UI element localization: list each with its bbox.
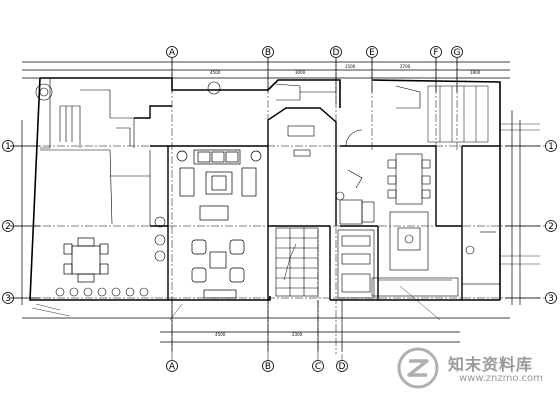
axis-label-right: 1 <box>548 142 554 152</box>
svg-text:3000: 3000 <box>295 70 306 75</box>
family-room-furniture <box>191 239 245 299</box>
stairs <box>275 227 319 297</box>
axis-label-left: 3 <box>5 294 11 304</box>
axis-label-top: G <box>454 48 461 58</box>
watermark-brand: 知末资料库 <box>448 355 534 374</box>
axis-label-right: 3 <box>548 294 554 304</box>
side-dimension-lines <box>10 110 540 305</box>
svg-text:4500: 4500 <box>210 70 221 75</box>
foyer-details <box>275 83 501 301</box>
axis-label-right: 2 <box>548 222 554 232</box>
svg-text:1800: 1800 <box>470 70 481 75</box>
svg-text:4500: 4500 <box>215 332 226 337</box>
bottom-axis-bubbles: A B C D <box>166 354 348 372</box>
top-dimension-lines: 4500 3000 1500 2700 1800 <box>22 58 510 92</box>
upper-right-stair <box>427 85 489 143</box>
right-axis-bubbles: 1 2 3 <box>545 140 557 304</box>
axis-label-left: 1 <box>5 142 11 152</box>
kitchen-counters <box>337 211 459 299</box>
svg-text:2700: 2700 <box>400 64 411 69</box>
living-room-furniture <box>176 149 262 221</box>
axis-label-bottom: B <box>265 362 271 372</box>
outer-walls <box>29 77 501 301</box>
axis-label-top: F <box>433 48 438 58</box>
top-axis-bubbles: A B D E F G <box>166 46 463 58</box>
bottom-dimension-lines: 4500 2300 <box>22 300 510 352</box>
axis-label-bottom: D <box>339 362 346 372</box>
axis-label-top: E <box>369 48 375 58</box>
dining-table <box>387 153 431 205</box>
axis-label-bottom: A <box>169 362 176 372</box>
axis-label-top: B <box>265 48 271 58</box>
grid-lines <box>15 58 545 354</box>
znzmo-logo-icon <box>397 347 439 389</box>
annotation-leaders <box>31 123 540 321</box>
svg-text:2300: 2300 <box>292 332 303 337</box>
plant-row <box>35 81 475 297</box>
left-axis-bubbles: 1 2 3 <box>2 140 14 304</box>
watermark-url: www.znzmo.com <box>459 373 543 384</box>
terrace-area <box>40 77 151 226</box>
axis-label-top: A <box>169 48 176 58</box>
axis-label-bottom: C <box>315 362 321 372</box>
axis-label-top: D <box>333 48 340 58</box>
terrace-dining-set <box>63 237 109 283</box>
svg-text:1500: 1500 <box>345 64 356 69</box>
interior-walls <box>134 105 500 300</box>
axis-label-left: 2 <box>5 222 11 232</box>
